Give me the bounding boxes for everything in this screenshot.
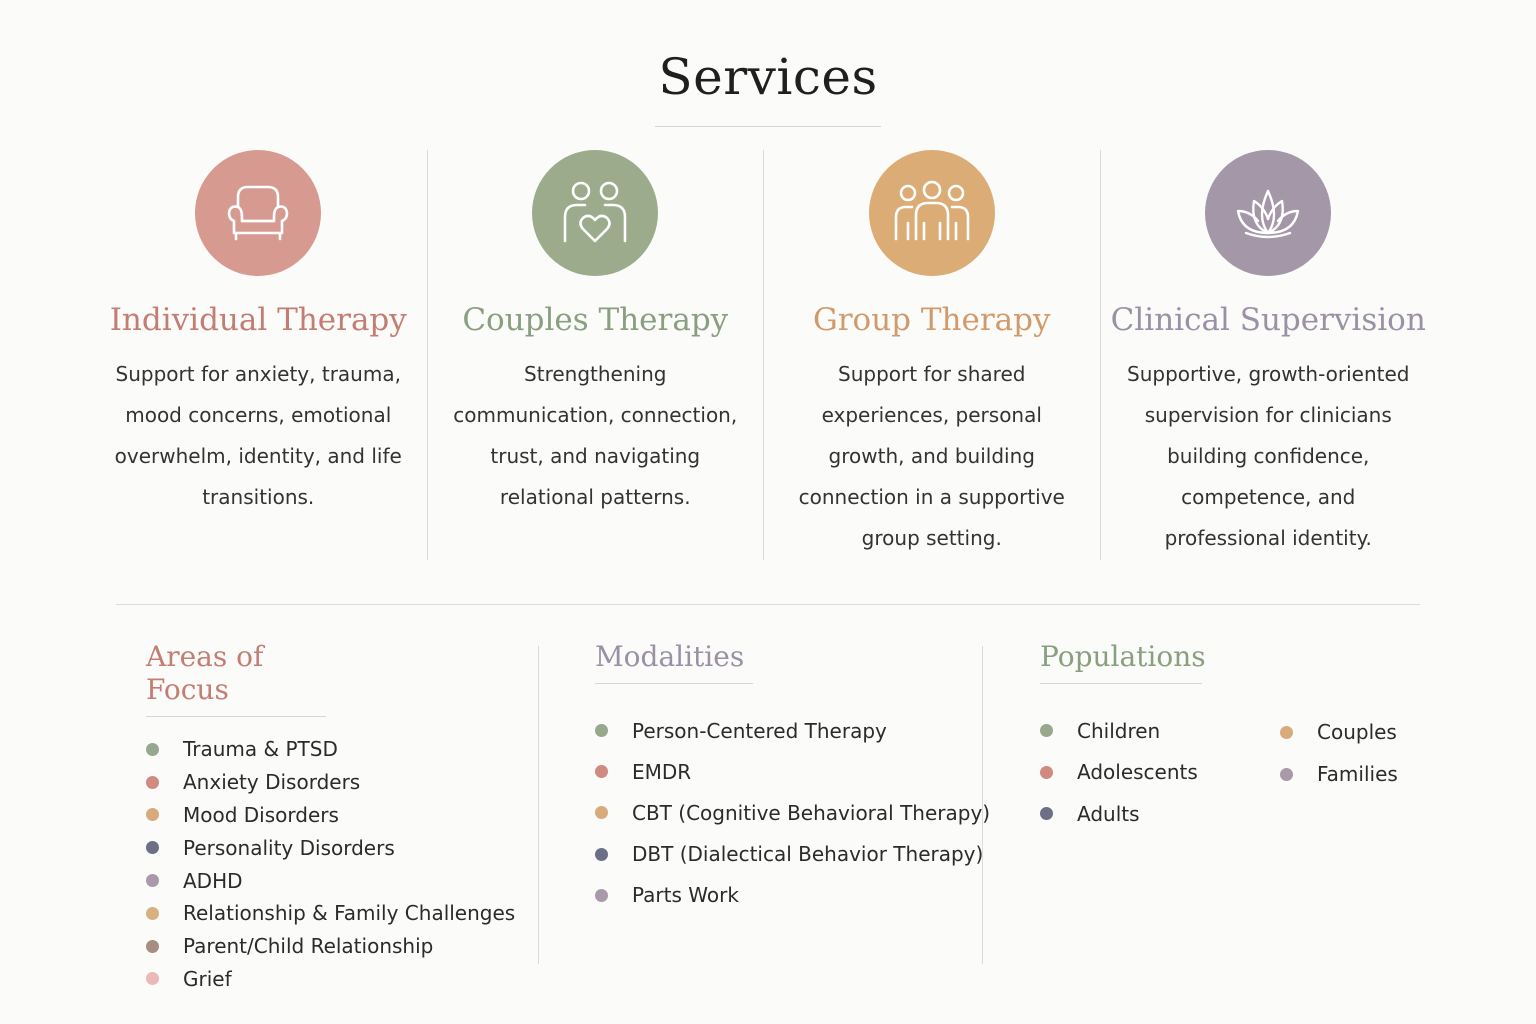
list-item: Parent/Child Relationship	[146, 930, 515, 963]
list-item-label: Families	[1317, 762, 1398, 786]
list-item-label: Trauma & PTSD	[183, 737, 338, 762]
services-row: Individual Therapy Support for anxiety, …	[90, 150, 1436, 560]
list-item: Adolescents	[1040, 752, 1198, 794]
service-card-group: Group Therapy Support for shared experie…	[763, 150, 1100, 560]
list-item-label: Parent/Child Relationship	[183, 934, 434, 959]
service-title: Group Therapy	[812, 302, 1051, 338]
bullet-dot-icon	[146, 808, 159, 822]
title-divider	[655, 126, 881, 127]
couple-heart-icon	[563, 181, 627, 243]
page-title: Services	[658, 48, 878, 106]
service-card-individual: Individual Therapy Support for anxiety, …	[90, 150, 427, 560]
bullet-dot-icon	[1040, 765, 1053, 779]
bullet-dot-icon	[595, 888, 608, 902]
list-item-label: Adolescents	[1077, 760, 1198, 785]
column-divider	[538, 646, 539, 964]
areas-of-focus-heading: Areas of Focus	[146, 640, 326, 717]
list-item-label: Couples	[1317, 720, 1397, 744]
bullet-dot-icon	[146, 972, 159, 986]
list-item: DBT (Dialectical Behavior Therapy)	[595, 834, 990, 875]
bullet-dot-icon	[595, 765, 608, 779]
service-card-supervision: Clinical Supervision Supportive, growth-…	[1099, 150, 1437, 560]
service-title: Clinical Supervision	[1110, 302, 1426, 338]
list-item: Children	[1040, 710, 1198, 752]
service-icon-circle	[532, 150, 659, 276]
service-card-couples: Couples Therapy Strengthening communicat…	[426, 150, 764, 560]
bullet-dot-icon	[146, 874, 159, 888]
bullet-dot-icon	[1040, 724, 1053, 738]
list-item-label: Relationship & Family Challenges	[183, 901, 516, 926]
list-item-label: Parts Work	[632, 883, 739, 908]
group-icon	[894, 180, 970, 241]
bullet-dot-icon	[595, 847, 608, 861]
list-item: Grief	[146, 963, 515, 996]
bullet-dot-icon	[595, 724, 608, 738]
list-item-label: Grief	[183, 966, 232, 991]
modalities-heading: Modalities	[595, 640, 753, 684]
service-description: Strengthening communication, connection,…	[453, 362, 738, 509]
armchair-icon	[227, 185, 289, 241]
list-item-label: Person-Centered Therapy	[632, 718, 887, 743]
service-icon-circle	[195, 150, 322, 276]
service-description: Support for shared experiences, personal…	[798, 362, 1065, 550]
list-item: Parts Work	[595, 875, 990, 916]
list-item-label: Anxiety Disorders	[183, 770, 361, 795]
list-item-label: Personality Disorders	[183, 835, 395, 860]
list-item: Anxiety Disorders	[146, 766, 515, 799]
list-item-label: EMDR	[632, 759, 692, 784]
service-description: Supportive, growth-oriented supervision …	[1127, 362, 1410, 550]
list-item: ADHD	[146, 864, 515, 897]
list-item-label: Mood Disorders	[183, 802, 339, 827]
list-item: Relationship & Family Challenges	[146, 897, 515, 930]
list-item: Couples	[1280, 711, 1398, 753]
list-item-label: Children	[1077, 718, 1161, 743]
service-description: Support for anxiety, trauma, mood concer…	[114, 362, 402, 509]
details-row: Areas of Focus Trauma & PTSD Anxiety Diso…	[0, 640, 1536, 991]
list-item: Families	[1280, 753, 1398, 795]
bullet-dot-icon	[146, 742, 159, 756]
list-item-label: CBT (Cognitive Behavioral Therapy)	[632, 800, 991, 825]
service-icon-circle	[1205, 150, 1332, 276]
bullet-dot-icon	[595, 806, 608, 820]
list-item-label: DBT (Dialectical Behavior Therapy)	[632, 842, 984, 867]
list-item-label: ADHD	[183, 868, 243, 893]
list-item: Person-Centered Therapy	[595, 710, 990, 751]
list-item: Trauma & PTSD	[146, 733, 515, 766]
lotus-icon	[1237, 189, 1300, 239]
service-title: Couples Therapy	[462, 302, 729, 338]
list-item: Adults	[1040, 793, 1198, 835]
bullet-dot-icon	[146, 775, 159, 789]
list-item: CBT (Cognitive Behavioral Therapy)	[595, 792, 990, 833]
areas-of-focus-section: Areas of Focus Trauma & PTSD Anxiety Diso…	[146, 640, 515, 995]
section-divider	[116, 604, 1420, 605]
bullet-dot-icon	[146, 841, 159, 855]
list-item: Personality Disorders	[146, 831, 515, 864]
service-icon-circle	[868, 150, 995, 276]
bullet-dot-icon	[1040, 807, 1053, 821]
column-divider	[982, 646, 983, 964]
list-item-label: Adults	[1077, 801, 1140, 826]
service-title: Individual Therapy	[109, 302, 407, 338]
bullet-dot-icon	[1280, 767, 1293, 781]
bullet-dot-icon	[146, 939, 159, 953]
list-item: EMDR	[595, 751, 990, 792]
bullet-dot-icon	[146, 906, 159, 920]
populations-heading: Populations	[1040, 640, 1206, 684]
bullet-dot-icon	[1280, 725, 1293, 739]
list-item: Mood Disorders	[146, 799, 515, 832]
